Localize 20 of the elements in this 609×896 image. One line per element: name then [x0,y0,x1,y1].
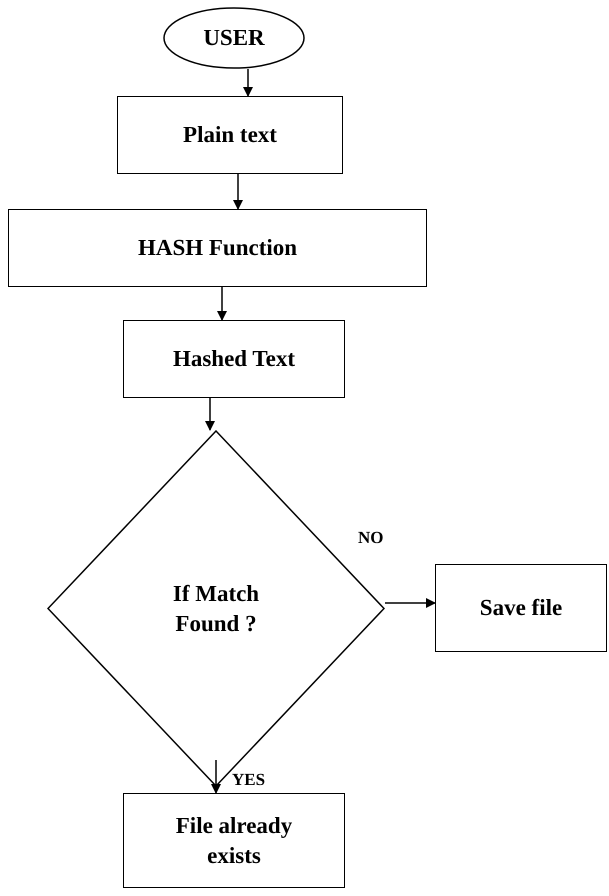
process-box [123,793,345,888]
node-label: HASH Function [138,234,298,262]
arrow [385,598,436,608]
process-box [435,564,607,652]
node-label: File already exists [174,812,294,870]
process-box [123,320,345,398]
arrow [217,287,227,321]
node-label: Plain text [183,121,277,150]
arrow [205,398,215,431]
decision-diamond [47,430,385,787]
node-label: Hashed Text [172,345,296,374]
process-box [117,96,343,174]
process-box [8,209,427,287]
arrow [233,174,243,210]
arrow [243,69,253,97]
node-label: Save file [480,594,562,622]
node-label: If Match Found ? [172,580,260,638]
arrow [211,760,221,794]
start-ellipse [163,7,305,69]
node-label: USER [203,24,265,52]
